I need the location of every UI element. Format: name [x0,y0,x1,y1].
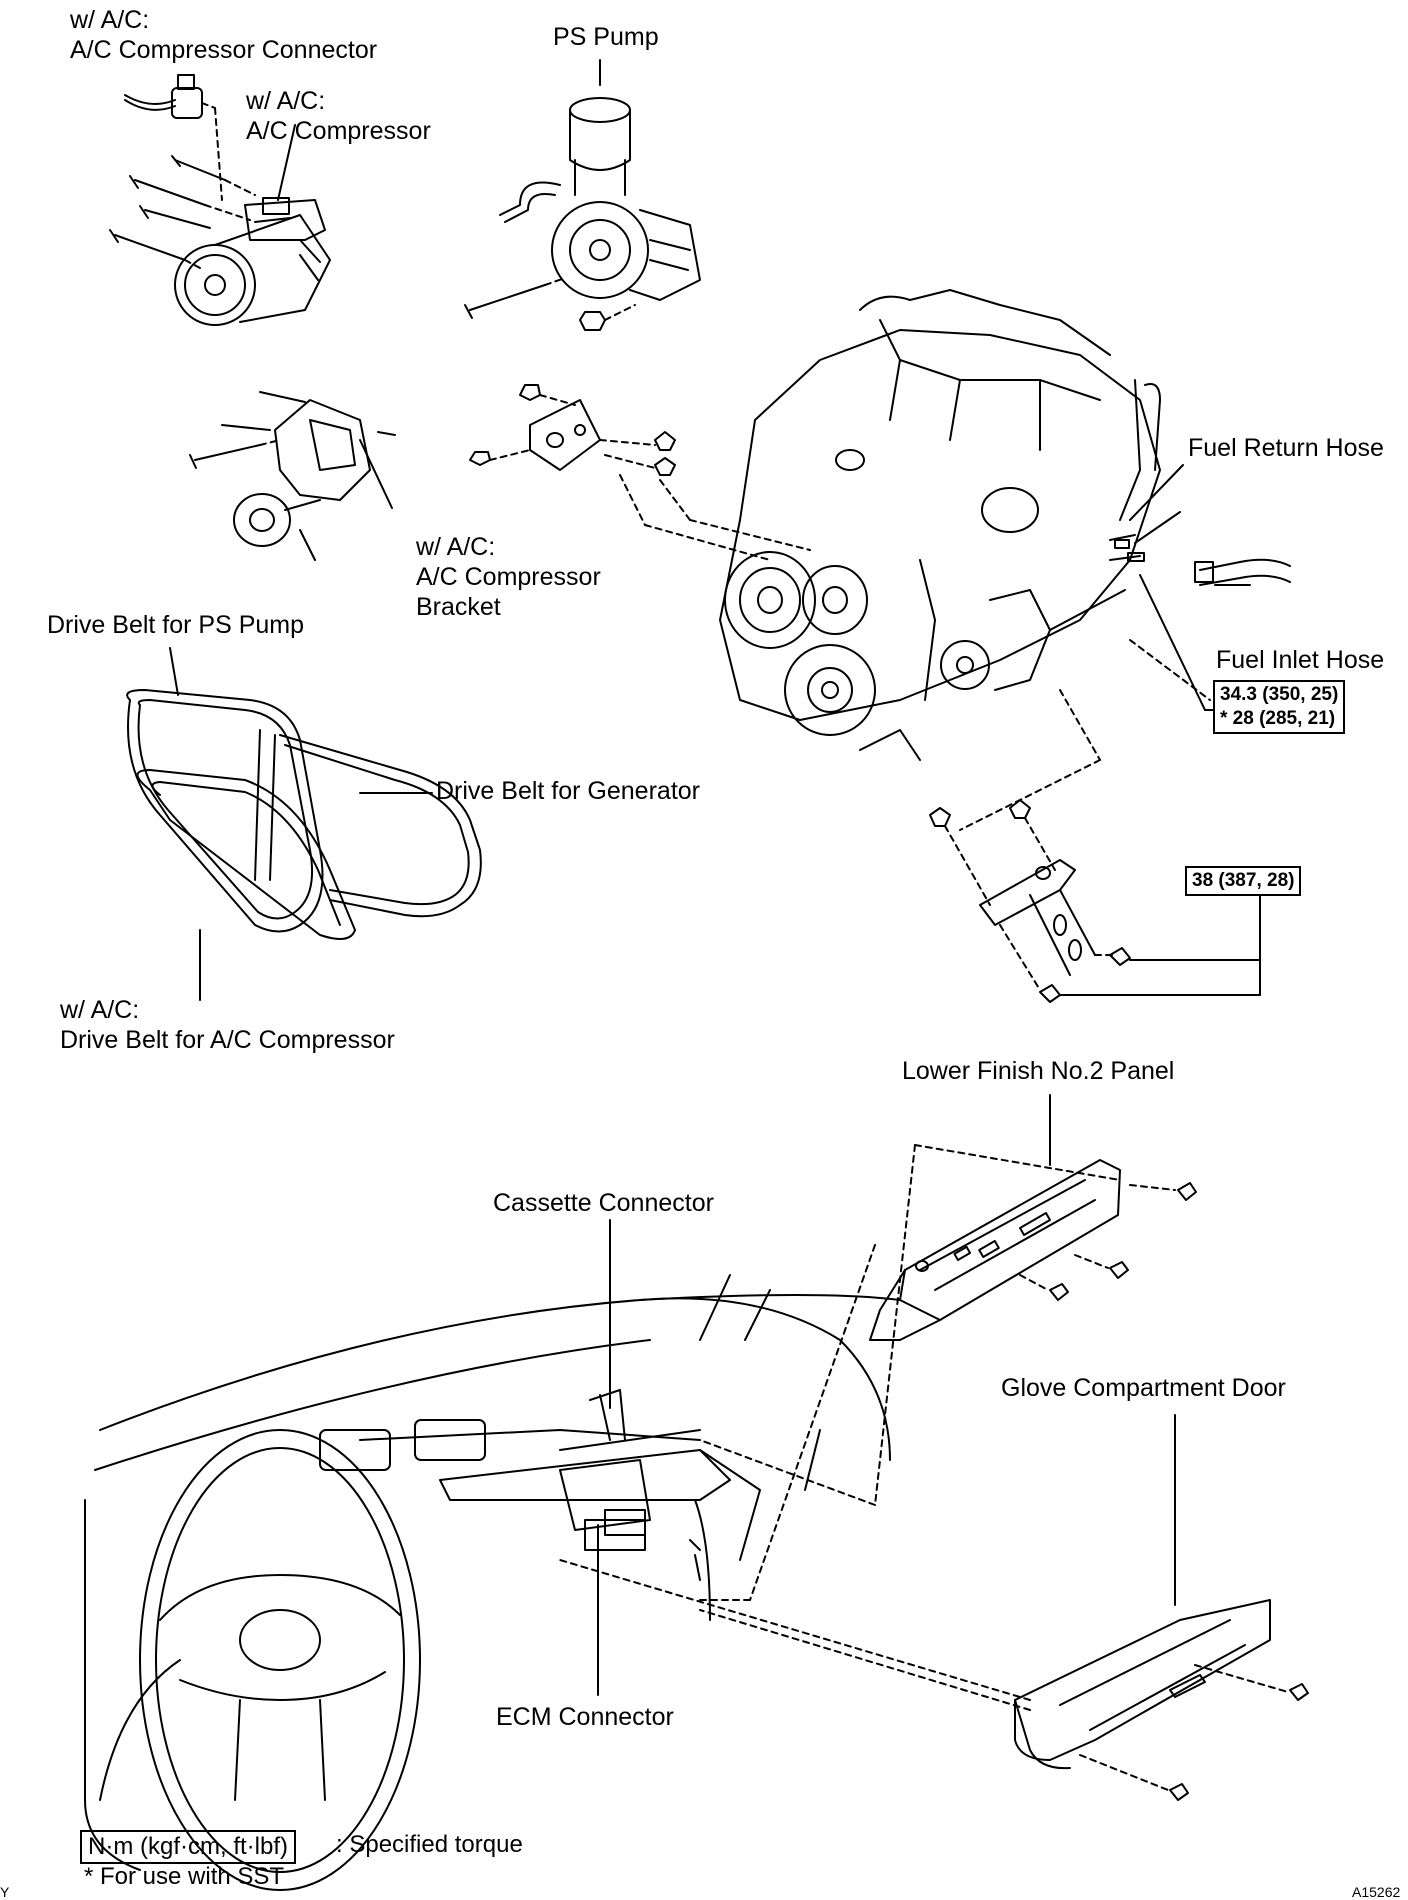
glove-compartment-door-label: Glove Compartment Door [1001,1374,1286,1402]
ps-pump-label: PS Pump [553,23,659,51]
bracket-torque-box: 38 (387, 28) [1185,866,1302,896]
torque-unit-legend-desc: : Specified torque [336,1831,523,1858]
fuel-inlet-hose-label: Fuel Inlet Hose [1216,646,1385,674]
ac-compressor-illustration [109,74,331,326]
fuel-return-hose-label: Fuel Return Hose [1188,434,1384,462]
drive-belt-ac-label: w/ A/C: Drive Belt for A/C Compressor [60,995,395,1055]
lower-finish-panel-label: Lower Finish No.2 Panel [902,1057,1175,1085]
drive-belt-ac-label-line1: w/ A/C: [60,996,140,1024]
ac-compressor-label-line2: A/C Compressor [246,117,431,145]
ac-bracket-label-line1: w/ A/C: [416,533,496,561]
drive-belt-generator-label: Drive Belt for Generator [436,777,700,805]
drive-belt-ac-label-line2: Drive Belt for A/C Compressor [60,1026,395,1054]
figure-id: A15262 [1352,1884,1401,1900]
fuel-inlet-torque-box: 34.3 (350, 25) * 28 (285, 21) [1213,680,1346,734]
lower-panel-illustration [699,1094,1197,1601]
ac-connector-label-line2: A/C Compressor Connector [70,36,378,64]
torque-unit-legend-box: N·m (kgf·cm, ft·lbf) [80,1830,296,1864]
dashboard-illustration [84,1219,901,1891]
ecm-connector-label: ECM Connector [496,1703,674,1731]
ac-compressor-label: w/ A/C: A/C Compressor [246,86,431,146]
fuel-inlet-torque-line2: * 28 (285, 21) [1220,708,1336,729]
drive-belts-illustration [126,647,482,1001]
engine-illustration [719,289,1291,831]
ac-bracket-illustration [189,391,396,561]
ac-bracket-label-line3: Bracket [416,593,501,621]
sst-note: * For use with SST [84,1863,285,1890]
mount-plate-illustration [929,799,1261,1003]
ac-connector-label: w/ A/C: A/C Compressor Connector [70,5,377,65]
ac-compressor-label-line1: w/ A/C: [246,87,326,115]
ac-connector-label-line1: w/ A/C: [70,6,150,34]
ac-bracket-label-line2: A/C Compressor [416,563,601,591]
ac-bracket-label: w/ A/C: A/C Compressor Bracket [416,532,601,622]
fuel-inlet-torque-line1: 34.3 (350, 25) [1220,684,1339,705]
corner-mark: Y [0,1884,10,1900]
ps-pump-illustration [464,59,701,331]
cassette-connector-label: Cassette Connector [493,1189,714,1217]
drive-belt-ps-label: Drive Belt for PS Pump [47,611,305,639]
glove-door-illustration [559,1414,1309,1801]
ps-bracket-plate [469,384,811,561]
